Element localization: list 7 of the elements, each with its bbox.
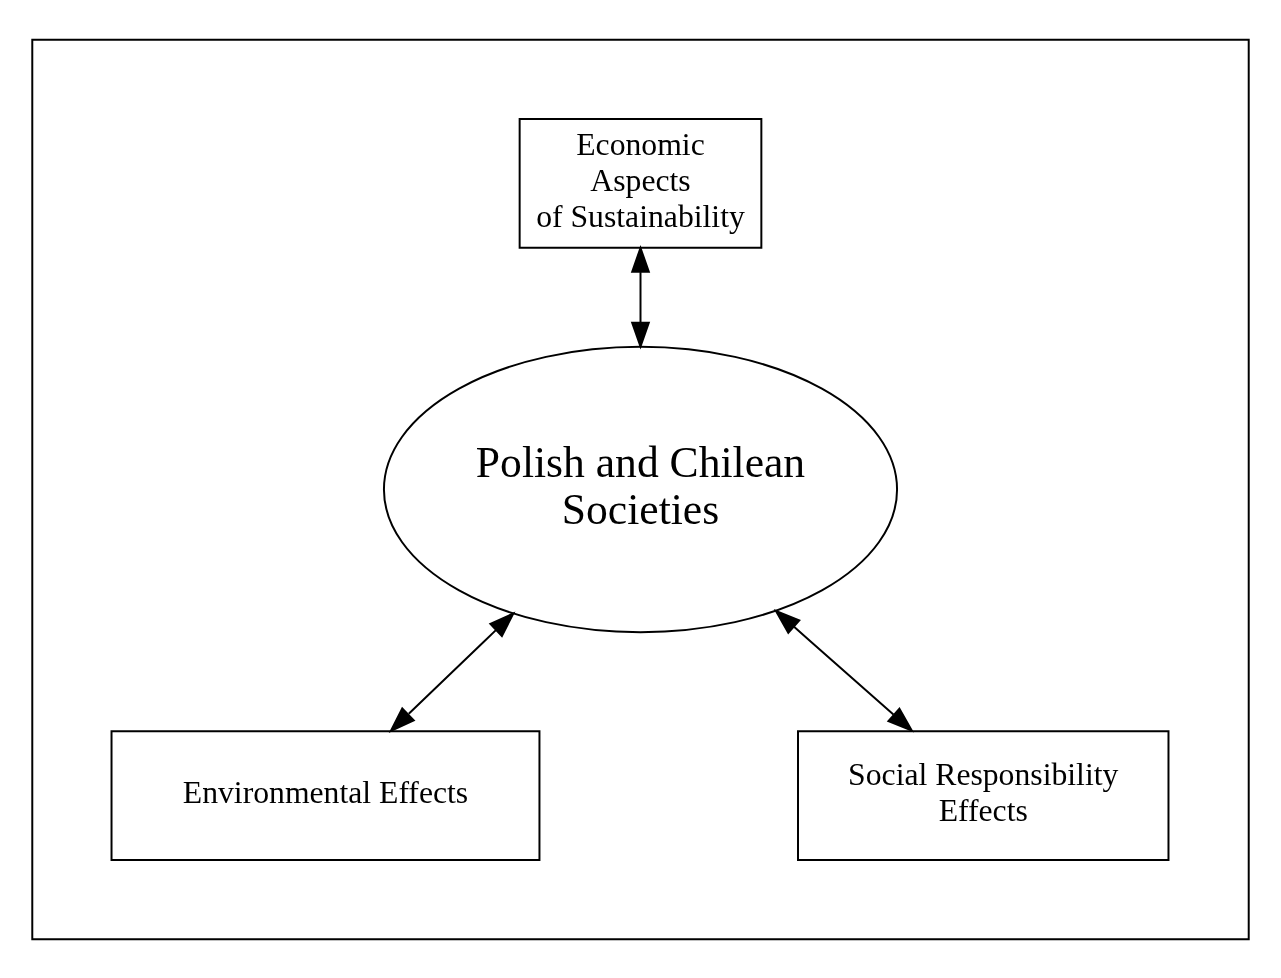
arrow <box>388 610 516 733</box>
cluster <box>31 38 1250 940</box>
node-box: Social Responsibility Effects <box>797 729 1170 861</box>
node-box: Environmental Effects <box>110 729 541 861</box>
node-box: Economic Aspects of Sustainability <box>518 117 763 249</box>
arrow <box>773 608 914 733</box>
arrow <box>630 244 651 349</box>
